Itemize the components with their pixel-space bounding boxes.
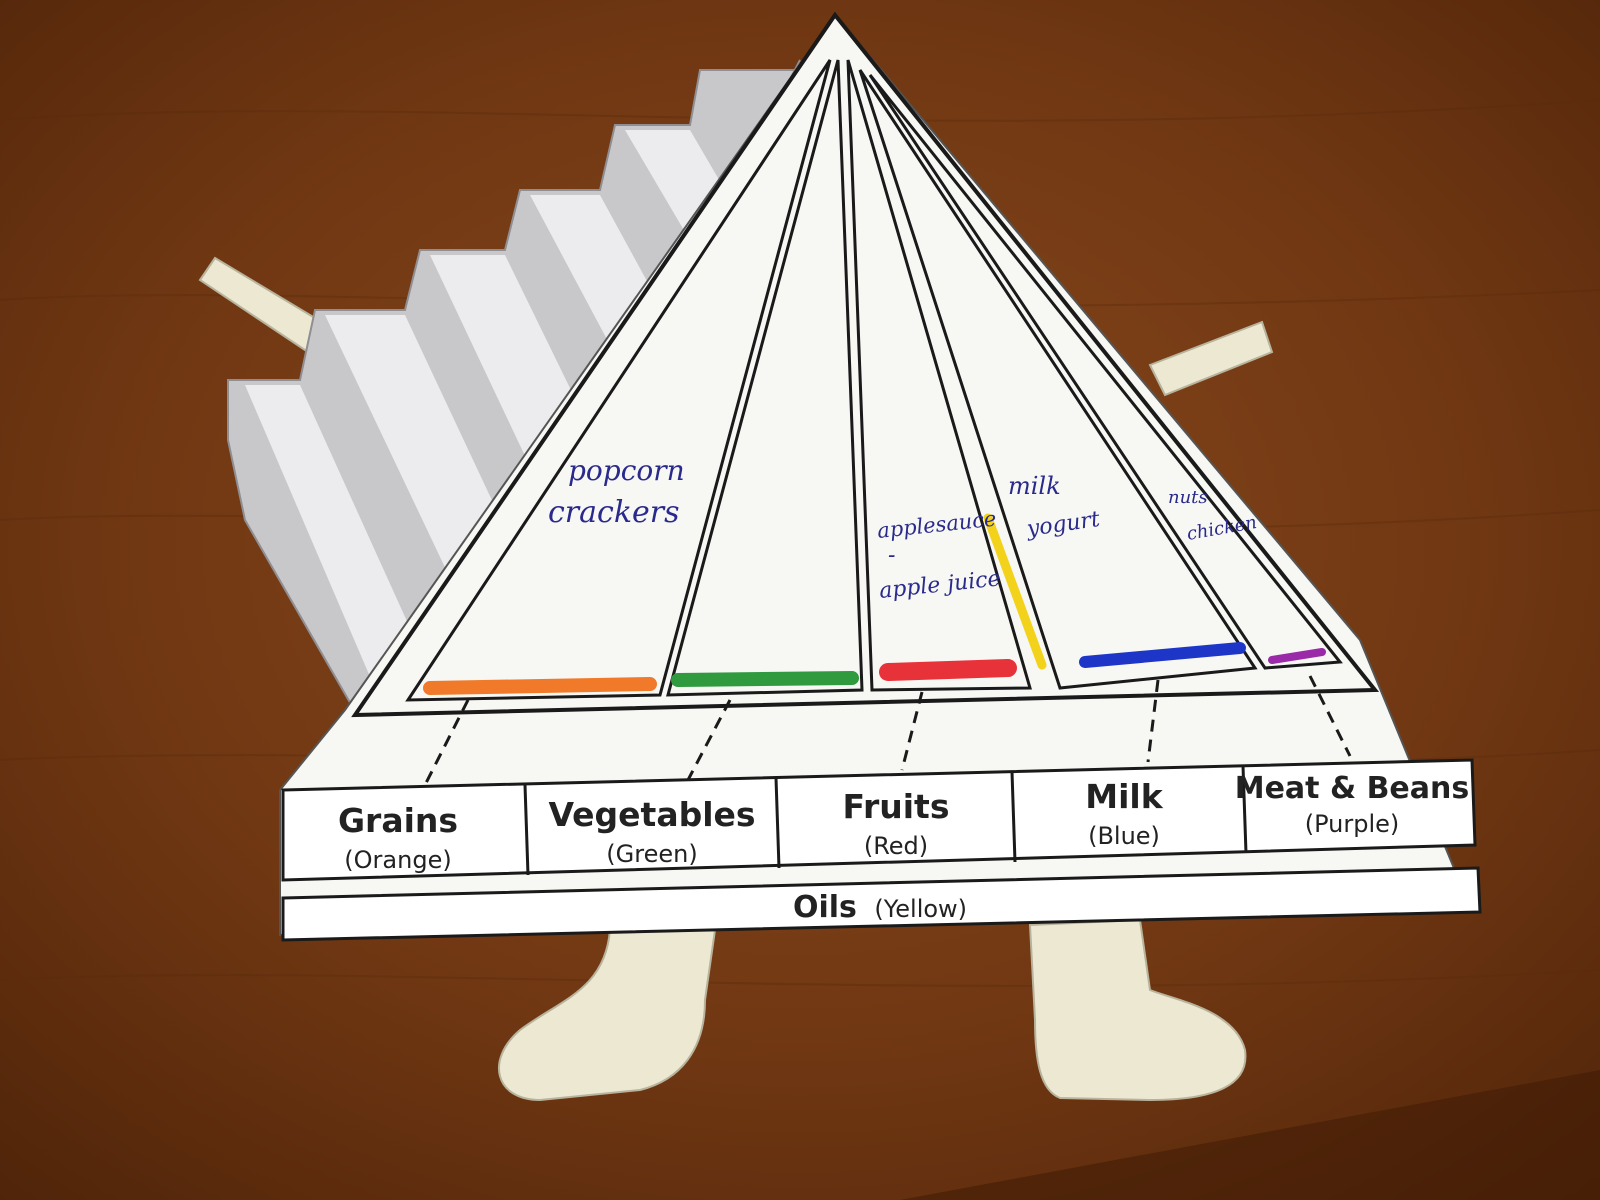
marker-strips: [423, 513, 1326, 695]
right-arm-cutout: [1148, 320, 1274, 397]
note-crackers: crackers: [548, 495, 680, 530]
label-milk-color: (Blue): [1088, 822, 1160, 850]
group-labels: Grains (Orange) Vegetables (Green) Fruit…: [338, 771, 1469, 925]
label-grains-color: (Orange): [344, 846, 451, 874]
label-oils-color: (Yellow): [874, 895, 967, 923]
milk-flap: [858, 69, 1258, 690]
label-vegetables-color: (Green): [606, 840, 697, 868]
pyramid-outline: [351, 11, 1380, 718]
label-meat-beans-color: (Purple): [1305, 810, 1400, 838]
oils-yellow-strip: [983, 513, 1047, 670]
label-meat-beans: Meat & Beans: [1235, 771, 1470, 806]
oils-row-box: [281, 866, 1482, 942]
note-popcorn: popcorn: [568, 454, 685, 487]
note-nuts: nuts: [1168, 487, 1208, 508]
pyramid-flaps: [405, 59, 1343, 702]
food-group-label-table: [281, 758, 1482, 942]
table-edge-shadow: [900, 1070, 1600, 1200]
right-leg-cutout: [1028, 918, 1247, 1102]
grains-flap: [405, 59, 832, 702]
label-oils-name: Oils: [793, 890, 857, 925]
note-dash: -: [888, 543, 895, 568]
pyramid-paper: [279, 13, 1467, 937]
note-milk: milk: [1008, 472, 1061, 500]
grains-orange-strip: [423, 677, 657, 695]
label-fruits: Fruits: [843, 787, 950, 826]
vegetables-flap: [666, 59, 864, 697]
label-vegetables: Vegetables: [548, 795, 755, 834]
left-leg-cutout: [497, 929, 717, 1102]
label-fruits-color: (Red): [864, 832, 928, 860]
fruits-red-strip: [879, 659, 1017, 681]
vegetables-green-strip: [671, 671, 859, 687]
milk-blue-strip: [1079, 642, 1246, 668]
label-oils: Oils (Yellow): [793, 890, 967, 925]
label-milk: Milk: [1085, 777, 1163, 816]
leader-lines: [423, 675, 1352, 786]
meat-beans-flap: [868, 74, 1343, 670]
meat-beans-purple-strip: [1268, 648, 1326, 664]
label-grains: Grains: [338, 801, 458, 840]
fruits-flap: [846, 59, 1032, 692]
